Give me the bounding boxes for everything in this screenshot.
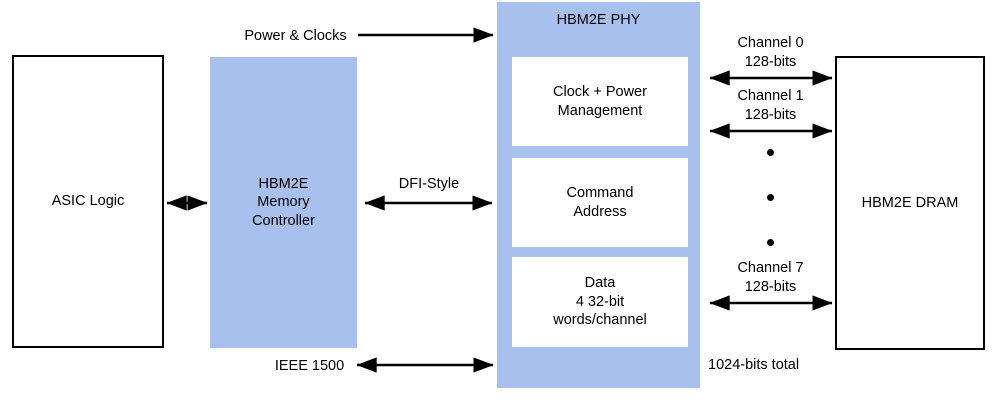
block-clock-power-management-label: Clock + Power Management: [553, 83, 647, 119]
block-hbm2e-phy-title: HBM2E PHY: [556, 12, 641, 28]
label-ieee-1500: IEEE 1500: [274, 358, 345, 374]
block-command-address[interactable]: Command Address: [512, 158, 688, 247]
label-channel-7-width: 128-bits: [744, 279, 797, 295]
label-channel-1-width: 128-bits: [744, 107, 797, 123]
block-asic-logic-label: ASIC Logic: [51, 193, 125, 210]
ellipsis-dot-1: [767, 149, 774, 156]
block-data-label: Data 4 32-bit words/channel: [553, 275, 647, 329]
block-asic-logic[interactable]: ASIC Logic: [12, 55, 164, 348]
ellipsis-dot-2: [767, 194, 774, 201]
block-memory-controller[interactable]: HBM2E Memory Controller: [210, 57, 357, 348]
block-memory-controller-label: HBM2E Memory Controller: [252, 175, 315, 229]
label-power-clocks: Power & Clocks: [244, 28, 347, 44]
label-dfi-style: DFI-Style: [398, 176, 460, 192]
ellipsis-dot-3: [767, 239, 774, 246]
block-command-address-label: Command Address: [566, 184, 634, 220]
block-data[interactable]: Data 4 32-bit words/channel: [512, 257, 688, 347]
label-channel-1-name: Channel 1: [737, 88, 804, 104]
label-bus-total: 1024-bits total: [708, 357, 800, 373]
label-channel-0-width: 128-bits: [744, 54, 797, 70]
block-hbm2e-dram[interactable]: HBM2E DRAM: [835, 56, 985, 350]
block-hbm2e-dram-label: HBM2E DRAM: [861, 194, 959, 211]
label-channel-7-name: Channel 7: [737, 260, 804, 276]
block-clock-power-management[interactable]: Clock + Power Management: [512, 57, 688, 146]
label-channel-0-name: Channel 0: [737, 35, 804, 51]
